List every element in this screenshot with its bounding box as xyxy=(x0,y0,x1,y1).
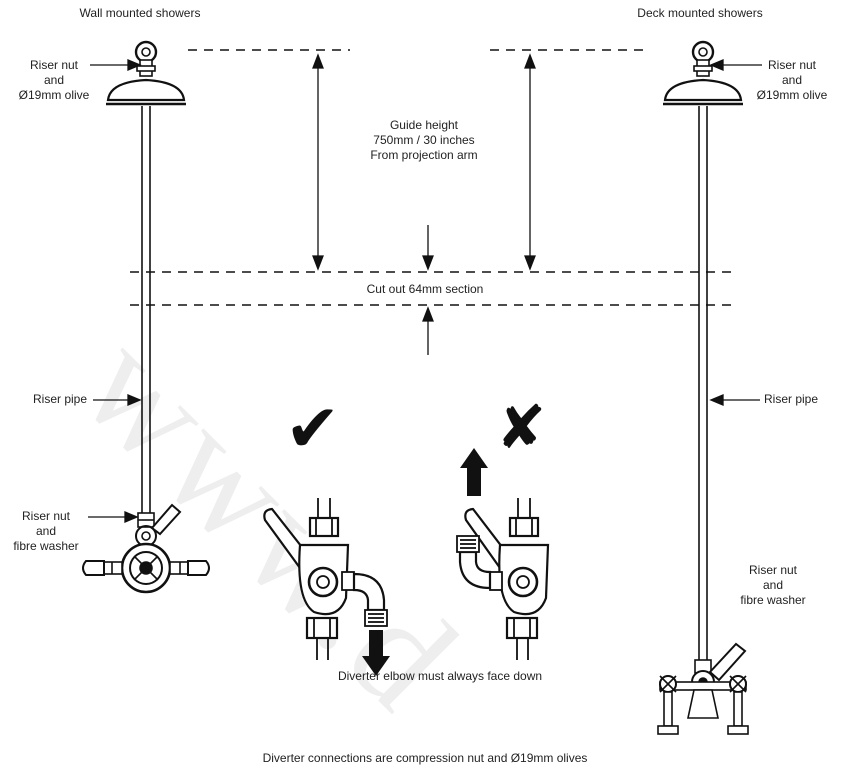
correct-diverter xyxy=(263,498,388,660)
wall-top-nut-label: Riser nut and Ø19mm olive xyxy=(18,58,90,102)
wall-mounted-heading: Wall mounted showers xyxy=(79,6,201,20)
deck-shower-assembly xyxy=(657,40,749,735)
elbow-down-arrow xyxy=(362,630,390,676)
guide-height-label: Guide height 750mm / 30 inches From proj… xyxy=(370,118,478,162)
correct-check-icon: ✔ xyxy=(285,391,341,465)
incorrect-cross-icon: ✘ xyxy=(496,394,547,461)
guide-height-arrows xyxy=(312,53,536,271)
wall-riser-pipe-label: Riser pipe xyxy=(33,392,88,406)
guide-dashed-lines xyxy=(130,49,738,306)
label-leader-arrows xyxy=(88,59,762,523)
deck-mounted-heading: Deck mounted showers xyxy=(637,6,763,20)
incorrect-diverter xyxy=(456,498,550,660)
connections-note: Diverter connections are compression nut… xyxy=(262,751,588,765)
wall-shower-assembly xyxy=(82,40,210,594)
deck-bottom-nut-label: Riser nut and fibre washer xyxy=(740,563,806,607)
wall-bottom-nut-label: Riser nut and fibre washer xyxy=(13,509,79,553)
cut-out-arrows xyxy=(422,225,434,355)
deck-top-nut-label: Riser nut and Ø19mm olive xyxy=(756,58,828,102)
elbow-up-arrow xyxy=(460,448,488,496)
cut-out-label: Cut out 64mm section xyxy=(366,282,484,296)
deck-riser-pipe-label: Riser pipe xyxy=(764,392,819,406)
diverter-note: Diverter elbow must always face down xyxy=(337,669,543,683)
